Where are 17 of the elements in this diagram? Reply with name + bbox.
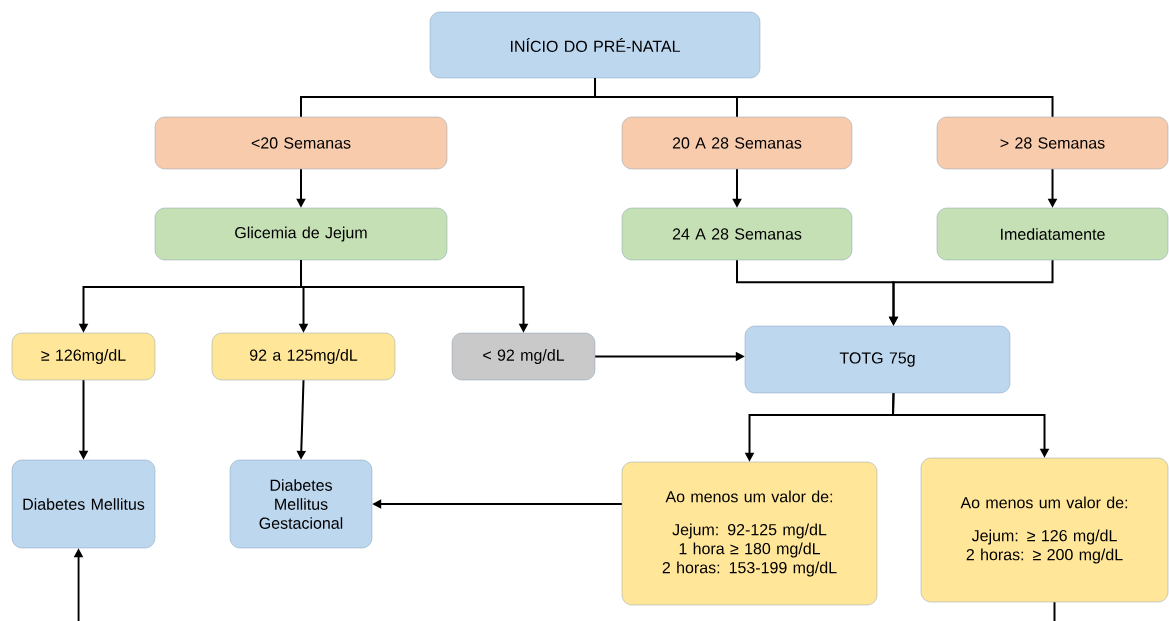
diagnosis-box: Diabetes Mellitus Gestacional — [229, 459, 373, 549]
process-box: <20 Semanas — [154, 116, 448, 170]
process-box: TOTG 75g — [744, 325, 1011, 394]
start-box: INÍCIO DO PRÉ-NATAL — [429, 11, 761, 79]
connector-line — [594, 77, 1054, 118]
result-box: ≥ 126mg/dL — [11, 332, 156, 381]
connector-line — [1053, 601, 1056, 621]
criteria-box: Ao menos um valor de: Jejum: ≥ 126 mg/dL 2 horas: ≥ 200 mg/dL — [920, 457, 1169, 603]
process-box: 24 A 28 Semanas — [621, 207, 853, 261]
process-box: Glicemia de Jejum — [154, 207, 448, 261]
criteria-box: Ao menos um valor de: Jejum: 92-125 mg/dL 1 hora ≥ 180 mg/dL 2 horas: 153-199 mg/dL — [621, 461, 878, 606]
process-box: 20 A 28 Semanas — [621, 116, 853, 170]
result-box: 92 a 125mg/dL — [211, 332, 396, 381]
diagnosis-box: Diabetes Mellitus — [11, 459, 156, 549]
result-box: < 92 mg/dL — [451, 332, 596, 381]
process-box: > 28 Semanas — [936, 116, 1169, 170]
process-box: Imediatamente — [936, 207, 1169, 261]
